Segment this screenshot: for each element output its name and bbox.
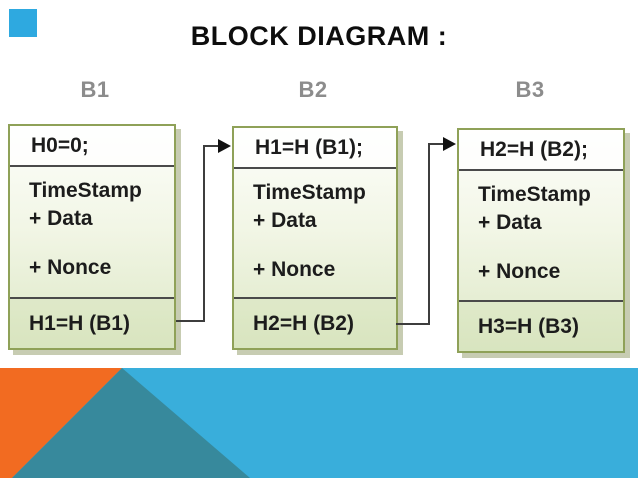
decor-teal-triangle [12,368,250,478]
block-b2-prev-hash: H1=H (B1); [234,128,396,169]
block-b1-output-hash: H1=H (B1) [10,297,174,348]
block-b1-prev-hash: H0=0; [10,126,174,167]
block-b3-prev-hash: H2=H (B2); [459,130,623,171]
column-label-b2: B2 [298,77,328,102]
bottom-decoration [0,368,638,478]
connector-b2-b3-vertical-segment [428,144,430,325]
block-b1-nonce-line: + Nonce [29,256,112,279]
page-title: BLOCK DIAGRAM : [190,21,448,51]
block-b2-timestamp-line: TimeStamp [253,181,366,204]
block-b3-output-hash: H3=H (B3) [459,300,623,351]
connector-b1-b2-bottom-segment [176,320,205,322]
block-b3: H2=H (B2); TimeStamp + Data + Nonce H3=H… [457,128,625,353]
column-label-b1: B1 [80,77,110,102]
block-b1: H0=0; TimeStamp + Data + Nonce H1=H (B1) [8,124,176,350]
arrow-right-icon [443,137,456,151]
block-b3-nonce-line: + Nonce [478,260,561,283]
connector-b1-b2-top-segment [203,145,220,147]
block-b2-nonce-line: + Nonce [253,258,336,281]
block-b1-data-line: + Data [29,207,93,230]
arrow-right-icon [218,139,231,153]
block-b3-payload: TimeStamp + Data + Nonce [459,171,623,300]
decor-orange-triangle [0,368,122,478]
connector-b2-b3-top-segment [428,143,445,145]
column-label-b3: B3 [515,77,545,102]
block-b2-payload: TimeStamp + Data + Nonce [234,169,396,297]
block-b2-data-line: + Data [253,209,317,232]
block-b2: H1=H (B1); TimeStamp + Data + Nonce H2=H… [232,126,398,350]
accent-square [9,9,37,37]
block-b3-data-line: + Data [478,211,542,234]
block-b1-payload: TimeStamp + Data + Nonce [10,167,174,297]
block-b3-timestamp-line: TimeStamp [478,183,591,206]
connector-b1-b2-vertical-segment [203,146,205,322]
connector-b2-b3-bottom-segment [396,323,430,325]
block-b2-output-hash: H2=H (B2) [234,297,396,348]
block-b1-timestamp-line: TimeStamp [29,179,142,202]
